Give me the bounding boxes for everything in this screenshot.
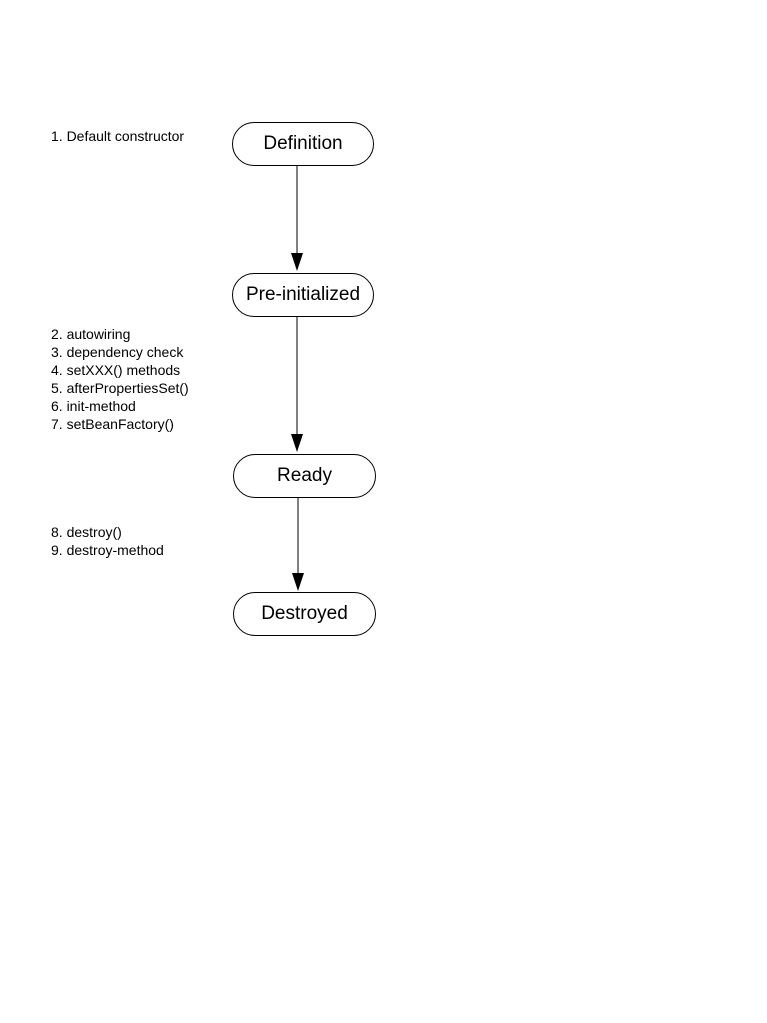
state-destroyed-label: Destroyed xyxy=(261,603,348,624)
step-4-label: 4. setXXX() methods xyxy=(51,362,181,378)
state-destroyed: Destroyed xyxy=(233,592,376,636)
step-7-label: 7. setBeanFactory() xyxy=(51,416,174,432)
note-destruction-steps: 8. destroy() 9. destroy-method xyxy=(51,523,164,559)
step-3-label: 3. dependency check xyxy=(51,344,184,360)
step-6-label: 6. init-method xyxy=(51,398,136,414)
state-pre-initialized: Pre-initialized xyxy=(232,273,374,317)
state-definition-label: Definition xyxy=(263,133,343,154)
step-5-label: 5. afterPropertiesSet() xyxy=(51,380,189,396)
state-ready: Ready xyxy=(233,454,376,498)
step-9-label: 9. destroy-method xyxy=(51,542,164,558)
state-ready-label: Ready xyxy=(277,465,332,486)
step-1-label: 1. Default constructor xyxy=(51,128,185,144)
arrow-ready-to-destroyed xyxy=(292,498,304,591)
note-initialization-steps: 2. autowiring 3. dependency check 4. set… xyxy=(51,325,189,433)
state-pre-initialized-label: Pre-initialized xyxy=(245,284,361,305)
step-8-label: 8. destroy() xyxy=(51,524,122,540)
state-definition: Definition xyxy=(232,122,374,166)
step-2-label: 2. autowiring xyxy=(51,326,131,342)
note-definition-steps: 1. Default constructor xyxy=(51,127,184,145)
arrow-definition-to-preinit xyxy=(291,166,303,271)
arrow-preinit-to-ready xyxy=(291,317,303,452)
